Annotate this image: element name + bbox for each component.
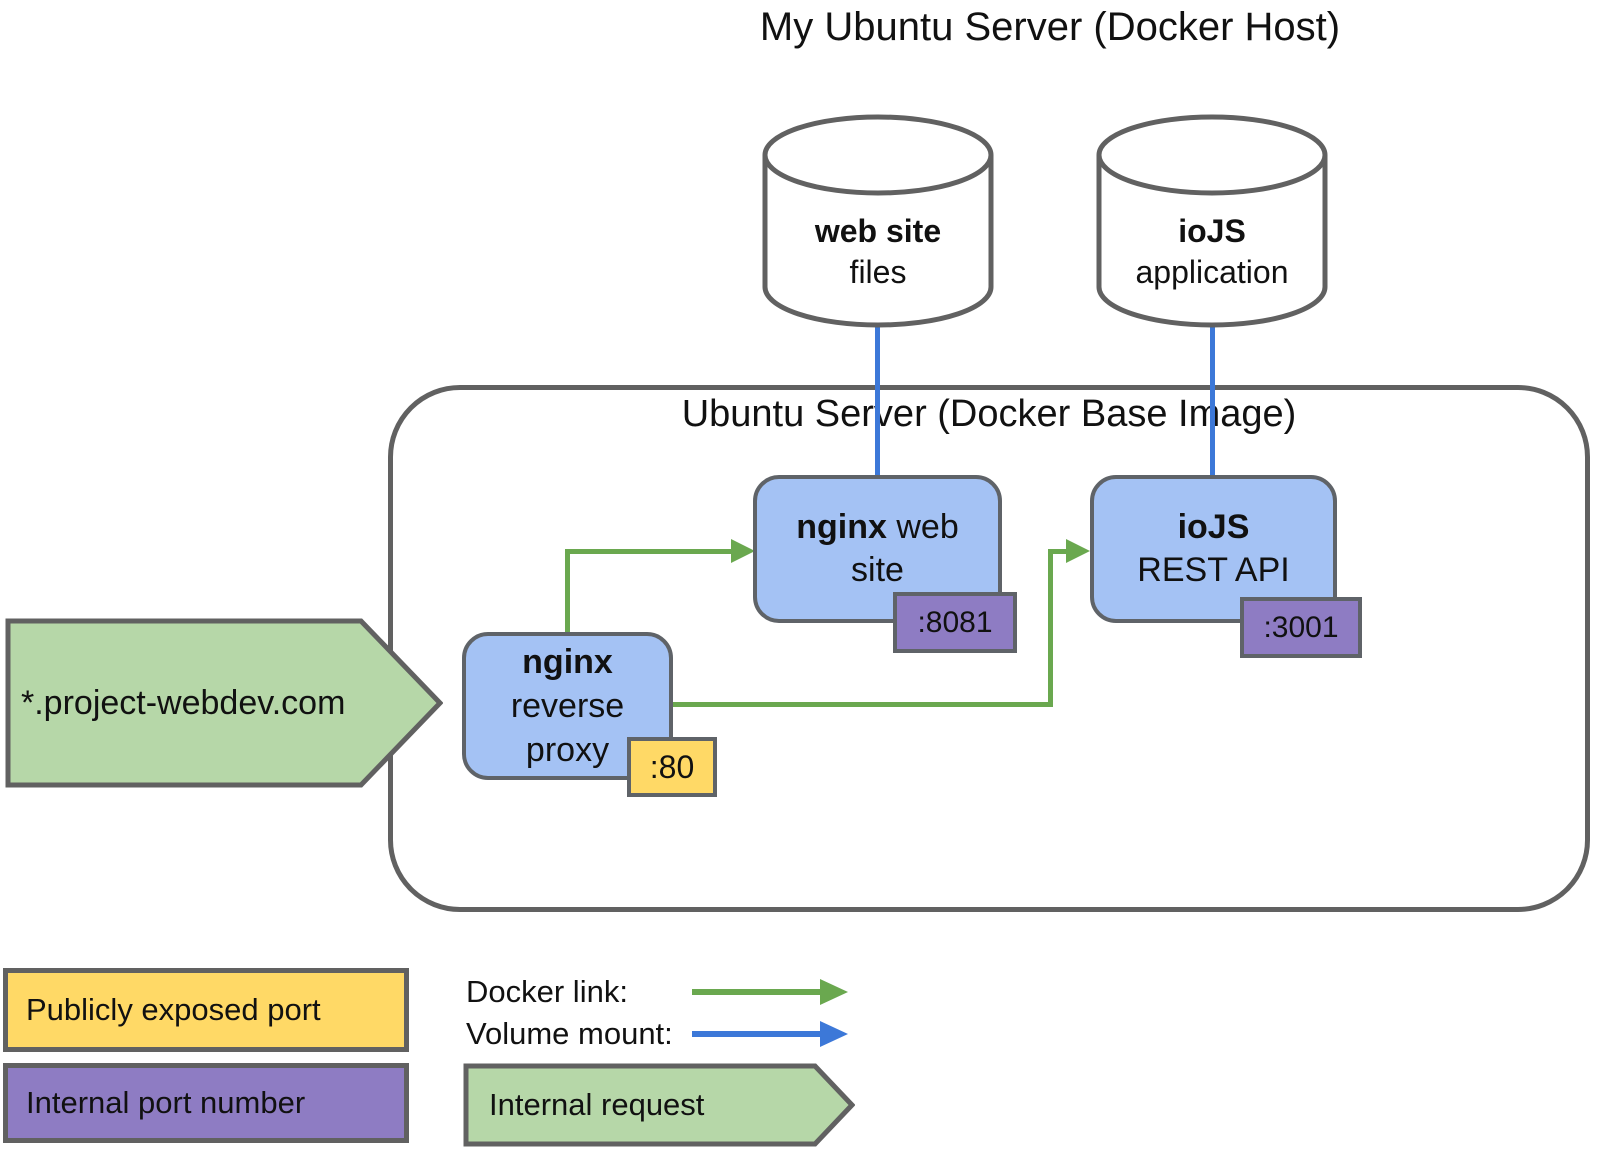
docker-link-proxy-to-api-horizontal [671, 702, 1053, 707]
volume-label-web-site-files: web site files [760, 211, 996, 293]
node-nginx-reverse-proxy: nginx reverse proxy [462, 632, 673, 780]
node-title-rest: web [886, 508, 959, 546]
docker-link-proxy-to-web-arrowhead [731, 539, 755, 563]
volume-name-bold: ioJS [1178, 213, 1246, 249]
node-title-line3: proxy [525, 731, 610, 769]
internal-port-badge-8081: :8081 [893, 592, 1017, 653]
external-request-arrow [5, 618, 444, 788]
node-title-line2: site [851, 551, 904, 589]
volume-name-rest: application [1135, 254, 1289, 290]
diagram-title: My Ubuntu Server (Docker Host) [759, 5, 1341, 49]
volume-label-iojs-application: ioJS application [1094, 211, 1330, 293]
docker-link-proxy-to-api-arrowhead [1066, 539, 1090, 563]
node-title-line1: nginx web [796, 506, 959, 549]
node-title-bold: nginx [796, 508, 887, 546]
volume-mount-line-api [1210, 326, 1215, 477]
legend-volume-mount-arrowhead [820, 1021, 848, 1047]
legend-docker-link-arrowhead [820, 979, 848, 1005]
internal-port-badge-3001: :3001 [1240, 597, 1362, 658]
docker-link-proxy-to-api-vertical [1048, 549, 1053, 707]
volume-name-rest: files [849, 254, 907, 290]
legend-publicly-exposed-port: Publicly exposed port [3, 968, 409, 1052]
node-title-line1: ioJS [1178, 506, 1250, 549]
docker-link-proxy-to-web-horizontal [565, 549, 735, 554]
volume-cylinder-web-site-files [760, 111, 996, 331]
legend-internal-port-number: Internal port number [3, 1063, 409, 1143]
node-title-bold: nginx [522, 643, 613, 681]
node-title-bold: ioJS [1177, 508, 1250, 546]
volume-mount-line-web [875, 326, 880, 477]
external-request-label: *.project-webdev.com [21, 683, 346, 722]
node-title-line2: REST API [1137, 551, 1290, 589]
cylinder-shape [762, 114, 994, 328]
legend-internal-request-label: Internal request [489, 1087, 705, 1122]
docker-link-proxy-to-web-vertical [565, 549, 570, 635]
volume-cylinder-iojs-application [1094, 111, 1330, 331]
legend-docker-link-arrow [692, 989, 822, 995]
request-arrow-shape [463, 1063, 856, 1147]
legend-volume-mount-arrow [692, 1031, 822, 1037]
node-title-line1: nginx [522, 640, 613, 684]
request-arrow-shape [5, 618, 444, 788]
docker-base-image-label: Ubuntu Server (Docker Base Image) [681, 393, 1297, 435]
docker-link-proxy-to-api-stub [1048, 549, 1070, 554]
public-port-badge-80: :80 [627, 737, 717, 797]
volume-name-bold: web site [814, 213, 942, 249]
legend-internal-request-arrow [463, 1063, 856, 1147]
legend-docker-link-label: Docker link: [466, 974, 628, 1009]
node-title-line2: reverse [510, 687, 625, 725]
legend-volume-mount-label: Volume mount: [466, 1016, 673, 1051]
cylinder-shape [1096, 114, 1328, 328]
